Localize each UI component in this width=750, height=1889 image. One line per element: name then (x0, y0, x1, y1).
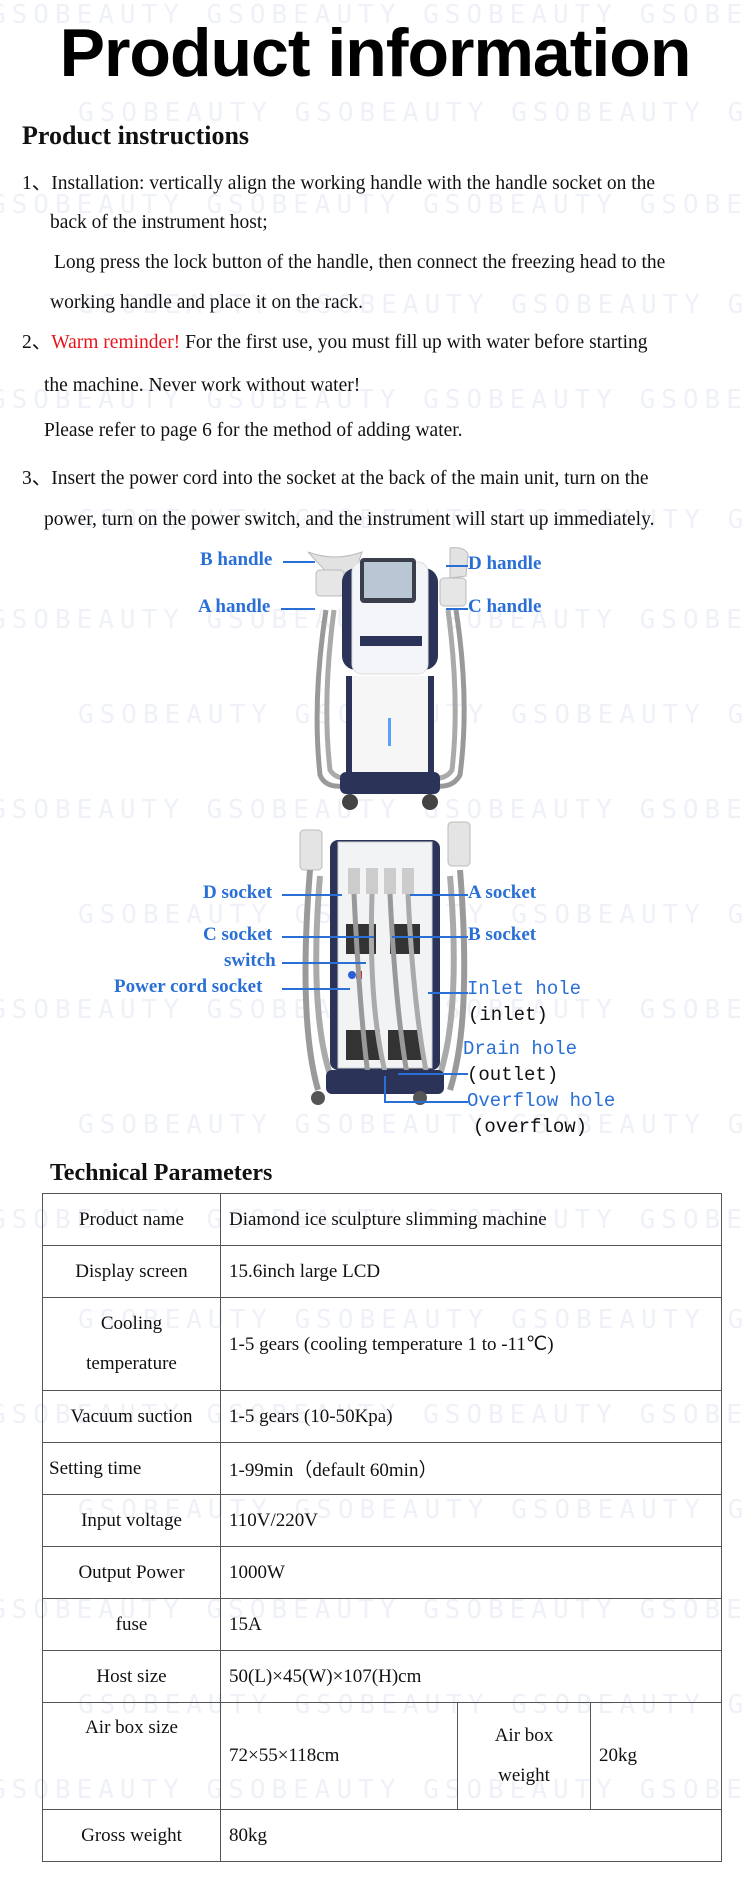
instruction-1-line-1: 1、Installation: vertically align the wor… (22, 173, 656, 194)
parameters-heading: Technical Parameters (50, 1160, 273, 1186)
instruction-2-line-2: the machine. Never work without water! (44, 375, 361, 396)
watermark: GSOBEAUTY GSOBEAUTY GSOBEAUTY GSOBEAUTY … (0, 385, 740, 415)
instruction-1-line-4: working handle and place it on the rack. (50, 292, 363, 313)
instruction-1-line-3: Long press the lock button of the handle… (54, 252, 666, 273)
label-power-cord-socket: Power cord socket (114, 976, 263, 997)
label-drain-hole: Drain hole (463, 1038, 578, 1060)
instruction-3-line-2: power, turn on the power switch, and the… (44, 509, 655, 530)
label-switch: switch (224, 950, 276, 971)
leader-line (446, 565, 468, 567)
label-a-handle: A handle (198, 596, 271, 617)
label-overflow-sub: (overflow) (473, 1116, 588, 1138)
machine-front-image (307, 547, 469, 810)
leader-line (283, 561, 315, 563)
instruction-2-line-3: Please refer to page 6 for the method of… (44, 420, 463, 441)
label-inlet-sub: (inlet) (468, 1004, 548, 1026)
label-a-socket: A socket (468, 882, 537, 903)
leader-line (392, 936, 468, 938)
leader-line (384, 1076, 386, 1102)
leader-line (282, 936, 374, 938)
watermark: GSOBEAUTY GSOBEAUTY GSOBEAUTY GSOBEAUTY … (0, 0, 740, 30)
watermark: GSOBEAUTY GSOBEAUTY GSOBEAUTY GSOBEAUTY … (78, 98, 750, 128)
watermark: GSOBEAUTY GSOBEAUTY GSOBEAUTY GSOBEAUTY … (0, 795, 740, 825)
watermark: GSOBEAUTY GSOBEAUTY GSOBEAUTY GSOBEAUTY … (78, 505, 750, 535)
instructions-heading: Product instructions (22, 121, 250, 150)
instruction-1-line-2: back of the instrument host; (50, 212, 268, 233)
label-d-handle: D handle (468, 553, 542, 574)
leader-line (281, 608, 315, 610)
label-b-socket: B socket (468, 924, 537, 945)
leader-line (282, 894, 342, 896)
label-c-socket: C socket (203, 924, 273, 945)
watermark: GSOBEAUTY GSOBEAUTY GSOBEAUTY GSOBEAUTY … (0, 190, 740, 220)
page-title: Product information (59, 15, 692, 91)
label-drain-sub: (outlet) (467, 1064, 559, 1086)
leader-line (410, 894, 468, 896)
instruction-3-line-1: 3、Insert the power cord into the socket … (22, 468, 649, 489)
leader-line (428, 992, 468, 994)
machine-back-image (299, 821, 471, 1105)
warm-reminder: Warm reminder! (51, 332, 181, 353)
label-overflow-hole: Overflow hole (467, 1090, 616, 1112)
leader-line (384, 1101, 468, 1103)
watermark: GSOBEAUTY GSOBEAUTY GSOBEAUTY GSOBEAUTY … (78, 290, 750, 320)
leader-line (282, 962, 366, 964)
label-c-handle: C handle (468, 596, 542, 617)
leader-line (398, 1073, 468, 1075)
label-d-socket: D socket (203, 882, 273, 903)
back-machine-diagram: D socket A socket C socket B socket swit… (0, 820, 750, 1140)
label-inlet-hole: Inlet hole (467, 978, 582, 1000)
label-b-handle: B handle (200, 549, 273, 570)
front-machine-diagram: B handle D handle A handle C handle (0, 540, 750, 820)
leader-line (446, 608, 468, 610)
watermark: GSOBEAUTY GSOBEAUTY GSOBEAUTY GSOBEAUTY … (78, 1110, 750, 1140)
leader-line (282, 988, 350, 990)
instruction-2-line-1: 2、Warm reminder! For the first use, you … (22, 332, 648, 353)
